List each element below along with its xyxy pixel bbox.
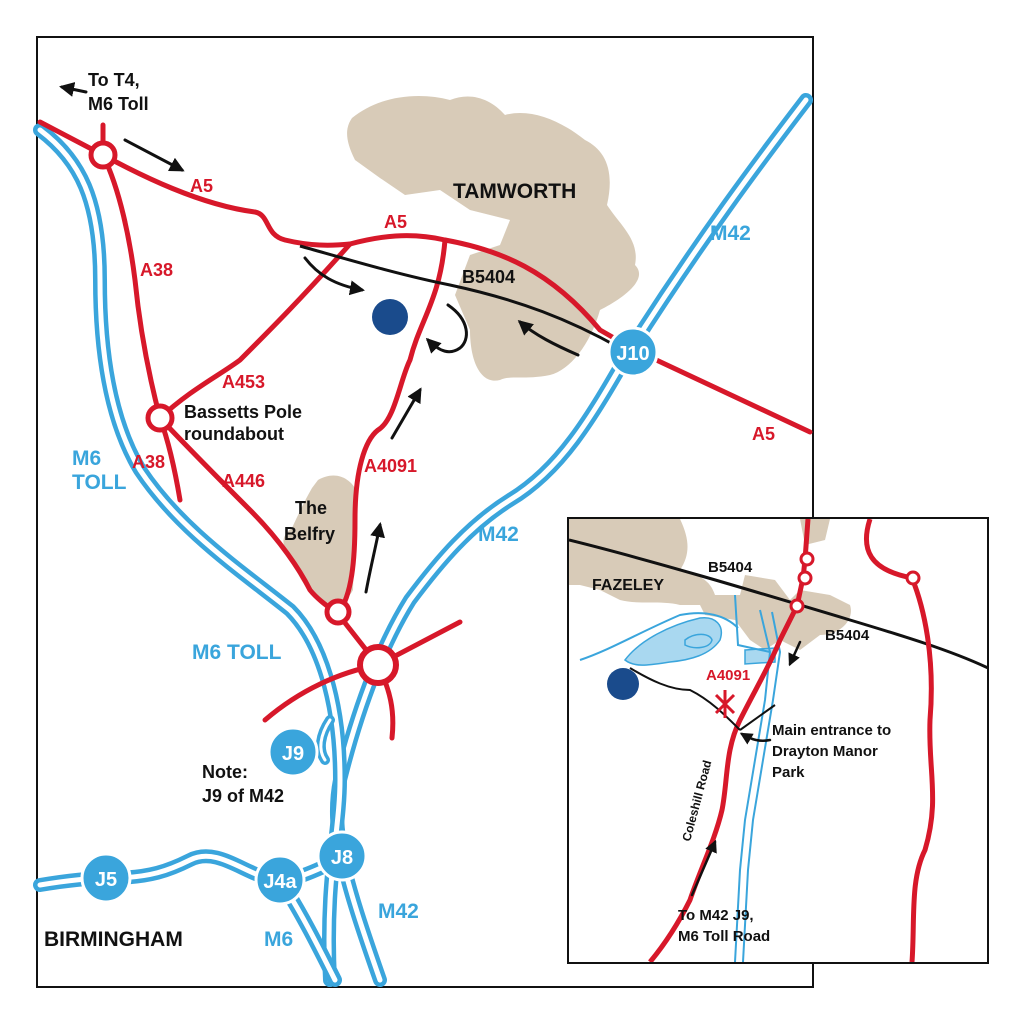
- junction-j10-label: J10: [616, 343, 649, 365]
- label-m6-toll-south: M6 TOLL: [192, 641, 282, 664]
- label-a38-south: A38: [132, 452, 165, 472]
- roundabout-m42-j9-area: [357, 644, 399, 686]
- junction-j5: J5: [80, 852, 132, 904]
- roundabout-bassetts-pole: [145, 403, 175, 433]
- roundabout-a5-a38: [88, 140, 118, 170]
- junction-j5-label: J5: [95, 869, 117, 891]
- label-note-line1: Note:: [202, 762, 248, 782]
- junction-j10: J10: [607, 326, 659, 378]
- junction-j4a-label: J4a: [263, 871, 297, 893]
- label-a446: A446: [222, 471, 265, 491]
- venue-marker: [372, 299, 408, 335]
- label-a5-east: A5: [752, 424, 775, 444]
- entrance-star-icon: [714, 690, 736, 718]
- inset-venue-marker: [607, 668, 639, 700]
- inset-map: FAZELEY B5404 B5404 A4091 Main entrance …: [567, 517, 989, 964]
- tamworth-area: [347, 95, 640, 381]
- label-a38-north: A38: [140, 260, 173, 280]
- junction-j8-label: J8: [331, 847, 353, 869]
- label-a5-west: A5: [190, 176, 213, 196]
- label-to-t4-line1: To T4,: [88, 70, 140, 90]
- label-bassetts-pole-line1: Bassetts Pole: [184, 402, 302, 422]
- label-tamworth: TAMWORTH: [453, 180, 576, 203]
- label-m42-middle: M42: [478, 523, 519, 546]
- roundabout-belfry: [324, 598, 352, 626]
- a-roads: [37, 119, 813, 741]
- inset-label-a4091: A4091: [706, 667, 750, 684]
- label-a4091: A4091: [364, 456, 417, 476]
- junction-j9-label: J9: [282, 743, 304, 765]
- label-b5404: B5404: [462, 267, 515, 287]
- inset-label-to-m42-line2: M6 Toll Road: [678, 928, 770, 945]
- junction-j8: J8: [316, 830, 368, 882]
- inset-label-fazeley: FAZELEY: [592, 577, 664, 594]
- label-m6-toll-west-1: M6: [72, 447, 101, 470]
- route-arrows: [59, 82, 580, 594]
- label-a5-middle: A5: [384, 212, 407, 232]
- inset-label-b5404-top: B5404: [708, 559, 753, 576]
- label-birmingham: BIRMINGHAM: [44, 928, 183, 951]
- label-a453: A453: [222, 372, 265, 392]
- label-note-line2: J9 of M42: [202, 786, 284, 806]
- inset-label-b5404-right: B5404: [825, 627, 870, 644]
- inset-label-main-entrance-line1: Main entrance to: [772, 722, 891, 739]
- junction-j9: J9: [267, 726, 319, 778]
- junction-j4a: J4a: [254, 854, 306, 906]
- inset-label-to-m42-line1: To M42 J9,: [678, 907, 754, 924]
- label-belfry-line2: Belfry: [284, 524, 335, 544]
- b5404-road: [299, 244, 621, 350]
- label-belfry-line1: The: [295, 498, 327, 518]
- label-m6-toll-west-2: TOLL: [72, 471, 127, 494]
- label-bassetts-pole-line2: roundabout: [184, 424, 284, 444]
- inset-label-main-entrance-line3: Park: [772, 764, 805, 781]
- inset-label-main-entrance-line2: Drayton Manor: [772, 743, 878, 760]
- label-m42-north: M42: [710, 222, 751, 245]
- label-to-t4-line2: M6 Toll: [88, 94, 149, 114]
- label-m6: M6: [264, 928, 293, 951]
- label-m42-south: M42: [378, 900, 419, 923]
